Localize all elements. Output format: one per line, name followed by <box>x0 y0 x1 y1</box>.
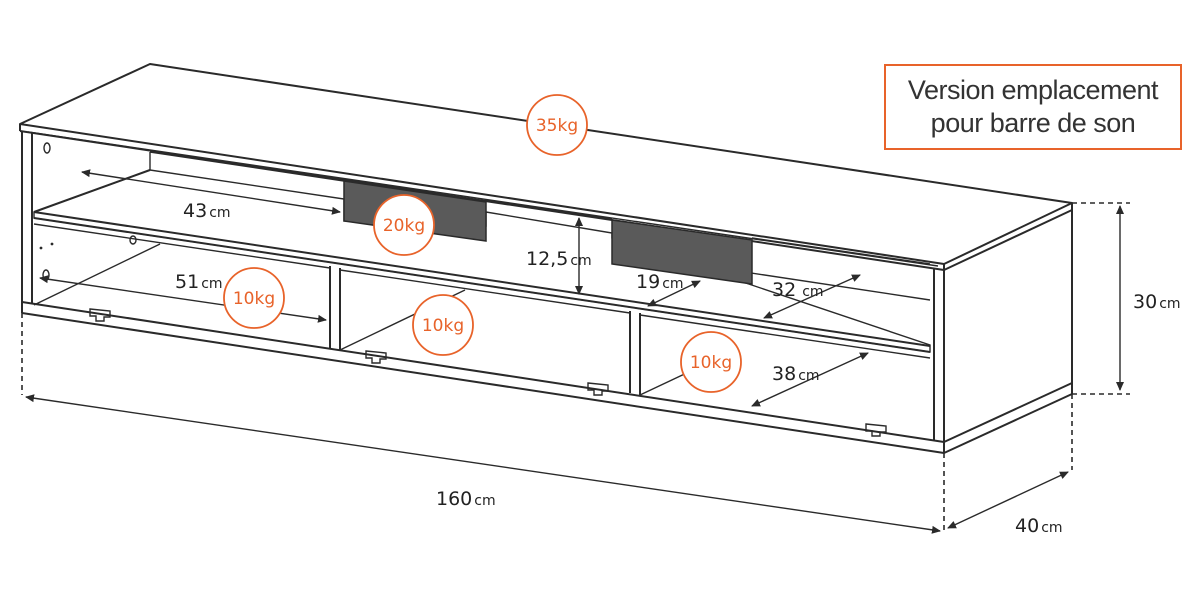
upper-shelf-arrow <box>81 169 341 215</box>
svg-text:20kg: 20kg <box>383 216 425 236</box>
right-upper-arrow <box>763 274 861 319</box>
svg-text:10kg: 10kg <box>422 316 464 336</box>
version-note-line2: pour barre de son <box>930 108 1136 138</box>
hinge-2 <box>365 350 387 364</box>
load-badge-left: 10kg <box>223 267 285 329</box>
dimension-arrows <box>25 169 1124 534</box>
svg-text:10kg: 10kg <box>233 289 275 309</box>
width-arrow <box>25 394 941 534</box>
extension-lines <box>21 202 1130 530</box>
front-frame <box>21 131 1073 443</box>
svg-text:35kg: 35kg <box>536 116 578 136</box>
details <box>39 142 137 281</box>
svg-text:10kg: 10kg <box>690 353 732 373</box>
load-badge-right: 10kg <box>680 331 742 393</box>
version-note-line1: Version emplacement <box>907 75 1159 105</box>
right-lower-arrow <box>751 352 869 407</box>
load-badge-top: 35kg <box>526 94 588 156</box>
load-badges: 35kg 20kg 10kg 10kg 10kg <box>223 94 742 393</box>
depth-arrow <box>947 471 1069 529</box>
version-note-box: Version emplacement pour barre de son <box>884 64 1182 150</box>
load-badge-middle: 10kg <box>412 294 474 356</box>
slot-depth-arrow <box>647 280 701 307</box>
plinth <box>21 301 1073 454</box>
load-badge-upper-shelf: 20kg <box>373 194 435 256</box>
